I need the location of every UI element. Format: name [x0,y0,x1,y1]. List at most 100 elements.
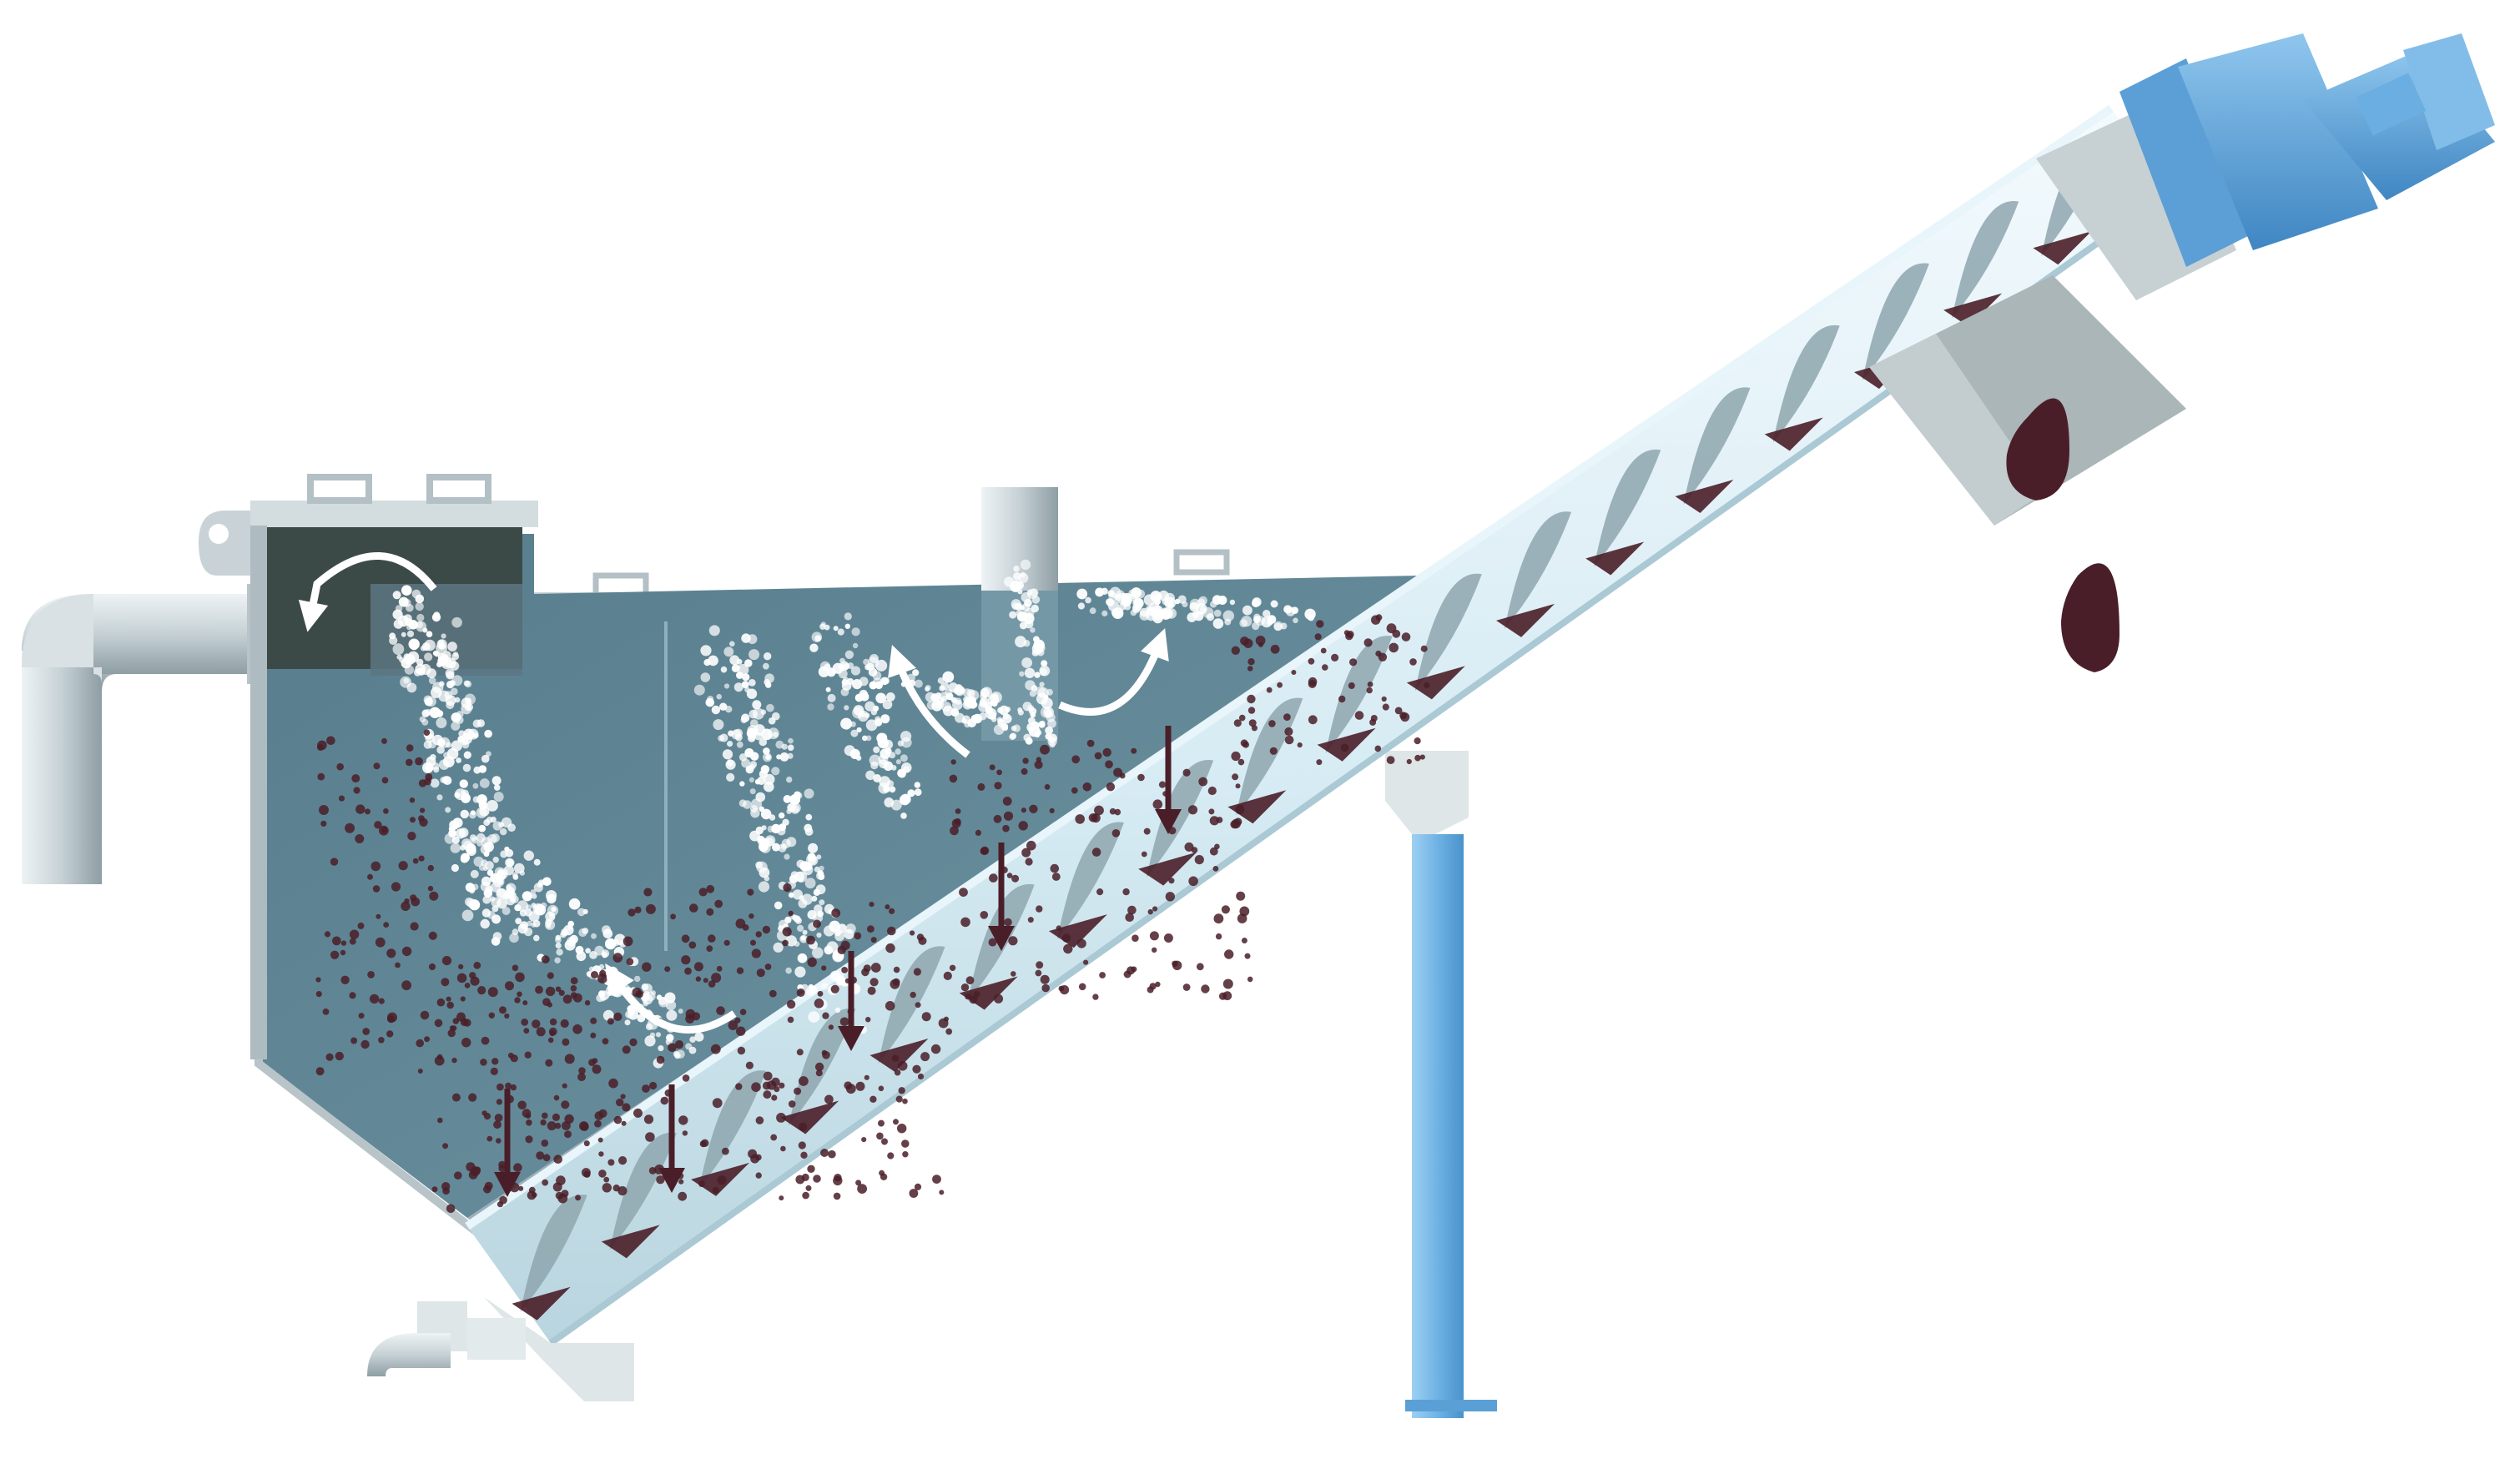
grit-particle [1036,905,1043,913]
bubble-particle [1036,692,1048,705]
bubble-particle [1027,717,1036,725]
grit-particle [340,940,347,946]
bubble-particle [451,616,462,628]
grit-particle [597,1137,603,1143]
bubble-particle [446,671,455,680]
grit-particle [355,804,365,814]
bubble-particle [450,843,461,853]
grit-particle [897,1061,908,1071]
bubble-particle [1041,660,1048,667]
screw-flight [699,1070,767,1188]
bubble-particle [469,811,476,819]
bubble-particle [741,713,750,722]
bubble-particle [755,861,764,869]
grit-particle [660,1096,669,1105]
trough-sediment-heap [512,1286,571,1321]
bubble-particle [774,901,783,910]
grit-particle [678,1191,688,1201]
grit-particle [699,1140,707,1148]
grit-particle [545,1059,553,1067]
bubble-particle [1025,680,1036,691]
bubble-particle [786,776,793,783]
bubble-particle [424,697,433,707]
screw-flight [1594,449,1661,567]
bubble-particle [700,672,711,682]
bubble-particle [835,975,846,986]
bubble-particle [1023,733,1031,742]
grit-particle [1244,953,1251,959]
bubble-particle [873,746,880,754]
bubble-particle [844,745,855,757]
grit-particle [1060,985,1070,995]
grit-particle [552,1113,561,1121]
grit-particle [561,1100,570,1109]
grit-particle [1399,712,1407,720]
bubble-particle [785,967,792,974]
grit-particle [766,1080,777,1090]
inlet-pipe [22,584,269,884]
bubble-particle [1270,600,1278,608]
grit-particle [1099,972,1106,978]
grit-particle [441,978,450,987]
grit-particle [756,968,765,978]
grit-particle [678,1115,688,1125]
grit-particle [528,1186,536,1194]
grit-particle [518,1185,524,1191]
grit-particle [349,992,356,999]
bubble-particle [1158,590,1169,601]
grit-particle [779,1082,785,1089]
bubble-particle [1019,671,1025,677]
grit-particle [1106,782,1116,792]
grit-particle [562,994,572,1004]
bubble-particle [461,741,470,749]
bubble-particle [1015,636,1026,648]
bubble-particle [436,746,445,754]
grit-particle [547,1037,554,1044]
bubble-particle [1293,617,1298,624]
screw-flight [1056,822,1124,940]
bubble-particle [555,942,562,949]
grit-particle [821,1049,828,1056]
grit-particle [824,1094,834,1104]
bubble-particle [875,659,888,672]
grit-particle [788,910,794,917]
bubble-particle [868,667,878,677]
grit-particle [322,1009,330,1015]
bubble-particle [420,663,431,676]
bubble-particle [389,636,398,646]
bubble-particle [795,792,803,800]
grit-particle [881,1138,888,1145]
grit-particle [800,1151,808,1160]
grit-particle [840,940,850,950]
bubble-particle [505,888,515,898]
grit-particle [918,936,927,945]
grit-particle [755,1116,764,1124]
bubble-particle [644,1035,656,1047]
bubble-particle [713,719,724,731]
grit-particle [1184,842,1194,852]
grit-particle [1389,642,1399,653]
bubble-particle [1039,682,1045,687]
grit-particle [622,1045,631,1054]
grit-particle [1182,768,1191,777]
grit-particle [451,1057,457,1064]
grit-particle [487,987,498,998]
grit-particle [698,1180,705,1187]
bubble-particle [402,598,411,607]
grit-particle [737,1046,746,1055]
bubble-particle [471,883,479,891]
bubble-particle [1255,616,1266,626]
grit-particle [594,1119,602,1128]
grit-particle [315,977,321,983]
grit-particle [494,1114,503,1122]
grit-particle [549,1018,557,1026]
bubble-particle [870,709,878,716]
grit-particle [736,967,744,974]
bubble-particle [748,709,759,719]
bubble-particle [1017,707,1023,712]
grit-particle [949,774,958,783]
grit-particle [383,808,389,814]
grit-particle [763,1090,772,1099]
grit-particle [1209,816,1219,826]
screw-flight [1683,387,1751,505]
